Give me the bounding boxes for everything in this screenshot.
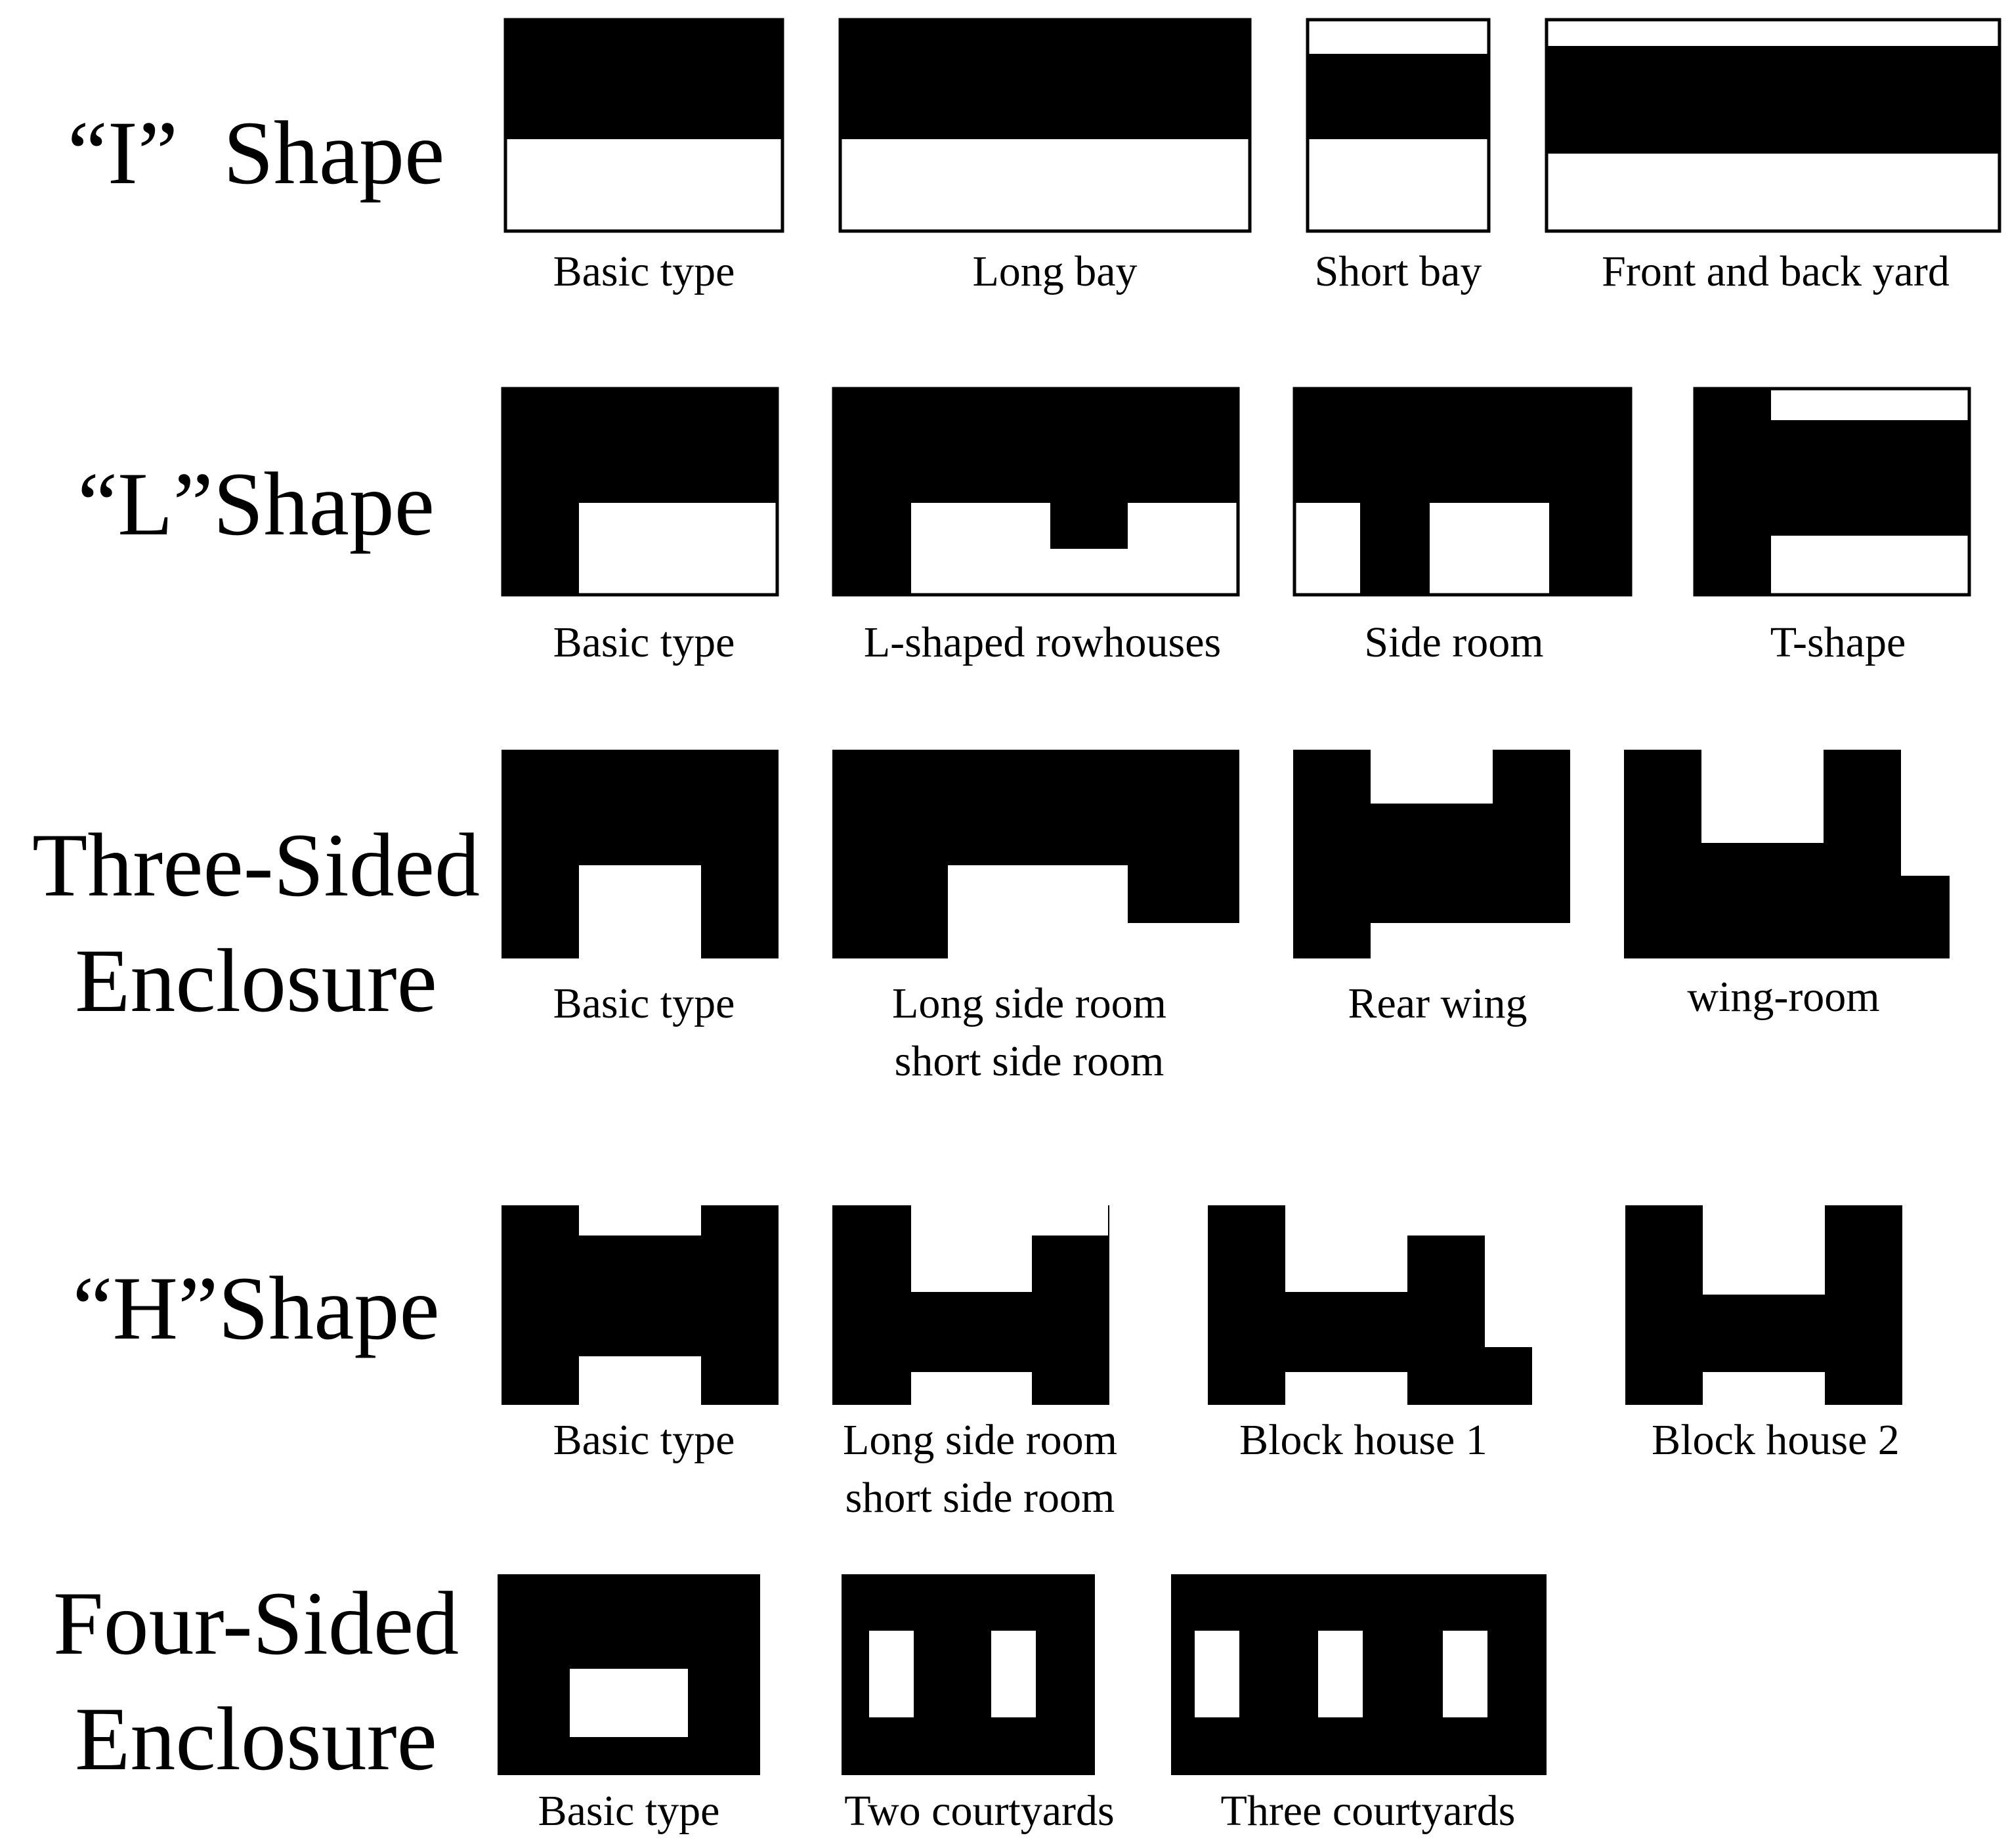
l-shape-side-room-plan <box>1292 387 1633 597</box>
caption-h-block-house-2: Block house 2 <box>1652 1416 1900 1464</box>
caption-fs-two-courtyards: Two courtyards <box>844 1787 1115 1835</box>
caption-fs-basic-type: Basic type <box>538 1787 720 1835</box>
four-sided-three-courtyards-plan <box>1171 1574 1547 1775</box>
row-title-h-shape: “H”Shape <box>72 1258 440 1358</box>
caption-l-rowhouses: L-shaped rowhouses <box>863 618 1222 666</box>
plot-outline <box>1292 387 1633 597</box>
plot-outline <box>832 387 1240 597</box>
building-mass <box>1360 387 1430 596</box>
courtyard <box>1371 923 1570 958</box>
i-shape-short-bay-plan <box>1306 18 1491 233</box>
building-mass <box>832 387 911 596</box>
caption-ts-long-short-side-room: Long side room short side room <box>892 979 1166 1085</box>
four-sided-two-courtyards-plan <box>842 1574 1095 1775</box>
courtyard <box>911 1372 1032 1405</box>
caption-i-long-bay: Long bay <box>972 247 1138 295</box>
caption-l-side-room: Side room <box>1364 618 1544 666</box>
building-mass <box>504 18 784 139</box>
courtyard <box>570 1669 688 1737</box>
three-sided-wing-room-plan <box>1624 750 1950 958</box>
plot-outline <box>501 387 779 597</box>
h-shape-block-house-2-plan <box>1625 1205 1902 1405</box>
caption-ts-wing-room: wing-room <box>1687 973 1880 1021</box>
courtyard <box>1285 1372 1407 1405</box>
courtyard <box>1703 1372 1825 1405</box>
h-shape-block-house-1-plan <box>1208 1205 1532 1405</box>
caption-h-block-house-1: Block house 1 <box>1239 1416 1487 1464</box>
building-mass <box>1485 1347 1532 1405</box>
building-mass <box>1694 387 1771 596</box>
courtyard <box>1285 1205 1407 1292</box>
courtyard <box>1195 1631 1239 1717</box>
row-title-i-shape: “I” Shape <box>67 102 445 203</box>
courtyard <box>991 1631 1036 1717</box>
building-mass <box>839 18 1251 139</box>
courtyard <box>1371 750 1493 804</box>
building-mass <box>1901 876 1950 958</box>
i-shape-long-bay-plan <box>838 18 1252 233</box>
plot-outline <box>1545 18 2001 233</box>
l-shape-basic-type-plan <box>501 387 779 597</box>
three-sided-basic-type-plan <box>502 750 779 958</box>
courtyard <box>1703 1205 1782 1251</box>
building-mass <box>1306 54 1490 139</box>
h-shape-basic-type-plan <box>502 1205 779 1405</box>
building-mass <box>1549 387 1632 596</box>
courtyard <box>948 865 1128 958</box>
i-shape-basic-type-plan <box>503 18 784 233</box>
caption-ts-basic-type: Basic type <box>553 979 735 1027</box>
plot-outline <box>838 18 1252 233</box>
courtyard <box>1443 1631 1487 1717</box>
courtyard <box>579 865 701 958</box>
h-shape-long-short-side-room-plan <box>832 1205 1109 1405</box>
four-sided-basic-type-plan <box>498 1574 760 1775</box>
plot-outline <box>1306 18 1491 233</box>
courtyard <box>1701 750 1824 843</box>
caption-i-basic-type: Basic type <box>553 247 735 295</box>
l-shape-rowhouses-plan <box>832 387 1240 597</box>
l-shape-t-shape-plan <box>1693 387 1971 597</box>
caption-l-basic-type: Basic type <box>553 618 735 666</box>
caption-h-long-short-side-room: Long side room short side room <box>843 1416 1117 1522</box>
i-shape-front-back-yard-plan <box>1545 18 2001 233</box>
caption-i-front-back-yard: Front and back yard <box>1602 247 1950 295</box>
building-mass <box>1545 46 2001 154</box>
three-sided-rear-wing-plan <box>1293 750 1570 958</box>
courtyard <box>579 1205 701 1236</box>
caption-ts-rear-wing: Rear wing <box>1348 979 1527 1027</box>
caption-fs-three-courtyards: Three courtyards <box>1220 1787 1516 1835</box>
courtyard <box>911 1205 1032 1292</box>
caption-l-t-shape: T-shape <box>1770 618 1906 666</box>
courtyard <box>579 1356 701 1405</box>
row-title-l-shape: “L”Shape <box>77 454 435 554</box>
courtyard <box>1128 923 1239 958</box>
caption-h-basic-type: Basic type <box>553 1416 735 1464</box>
courtyard <box>1318 1631 1363 1717</box>
row-title-three-sided-enclosure: Three-Sided Enclosure <box>32 815 481 1031</box>
row-title-four-sided-enclosure: Four-Sided Enclosure <box>53 1573 459 1789</box>
courtyard <box>869 1631 914 1717</box>
building-mass <box>1050 387 1128 549</box>
caption-i-short-bay: Short bay <box>1314 247 1482 295</box>
plot-outline <box>1693 387 1971 597</box>
three-sided-long-short-side-room-plan <box>832 750 1239 958</box>
plot-outline <box>503 18 784 233</box>
building-mass <box>502 387 579 596</box>
